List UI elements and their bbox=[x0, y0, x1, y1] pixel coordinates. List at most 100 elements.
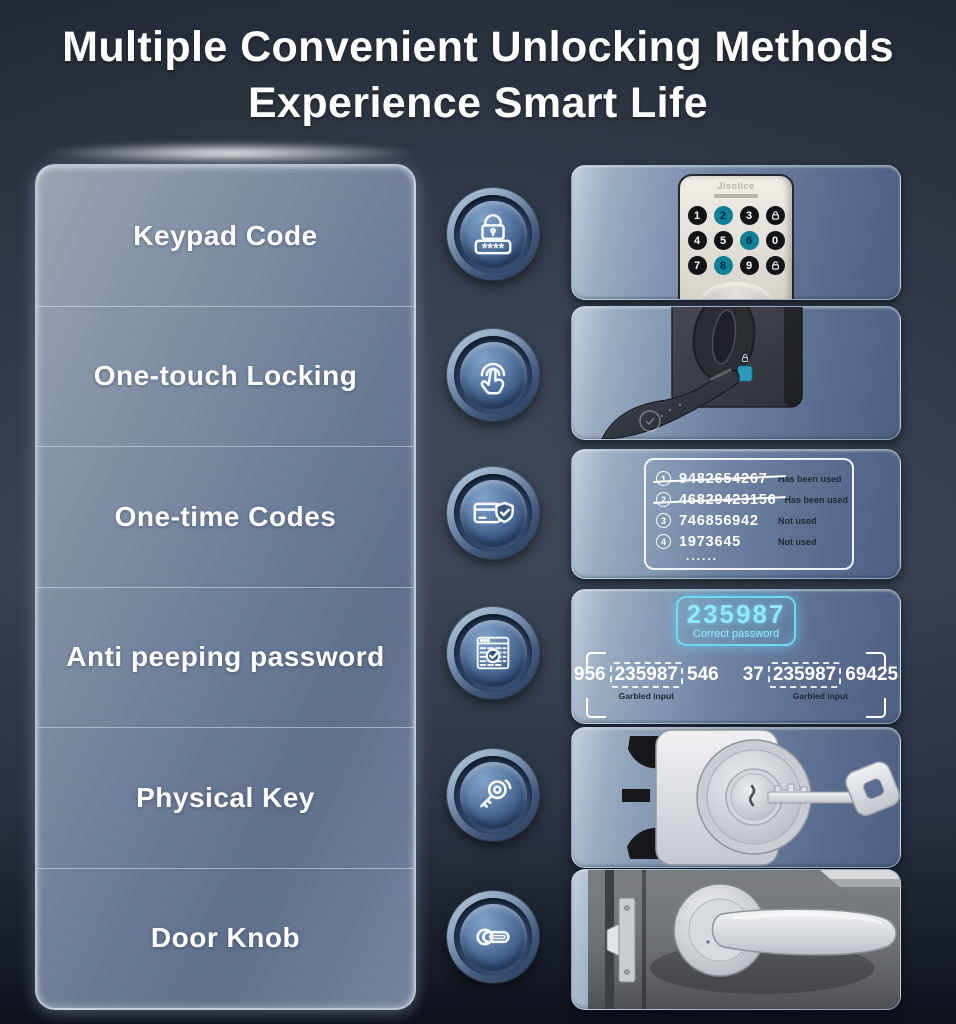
icon-ring bbox=[454, 336, 532, 414]
keypad-key-lock bbox=[765, 206, 785, 225]
code-row-2: 2 46829423156 Has been used bbox=[656, 489, 848, 510]
card-shield-glyph bbox=[473, 501, 514, 524]
keypad-code-icon: **** bbox=[447, 188, 539, 280]
light-streak bbox=[40, 142, 420, 164]
unlock-icon bbox=[771, 261, 779, 270]
padlock-password-glyph: **** bbox=[474, 214, 512, 257]
garbled-digits: 37 235987 69425 bbox=[743, 662, 898, 688]
keypad-key-4: 4 bbox=[687, 231, 707, 250]
icon-face bbox=[459, 761, 527, 829]
key-icon bbox=[447, 749, 539, 841]
keypad-indicator-slot bbox=[714, 194, 758, 198]
icon-face bbox=[459, 479, 527, 547]
keypad-brand: Jisolice bbox=[717, 181, 755, 191]
icon-ring bbox=[454, 756, 532, 834]
correct-label: Correct password bbox=[692, 628, 780, 640]
code-value: 1973645 bbox=[679, 533, 742, 550]
svg-text:****: **** bbox=[482, 241, 505, 257]
code-row-1: 1 9482654267 Has been used bbox=[656, 468, 842, 489]
keypad-key-9: 9 bbox=[739, 256, 759, 275]
keypad-photo-panel: Jisolice 1 2 3 4 5 6 0 7 8 9 bbox=[571, 165, 901, 300]
method-row-anti-peeping: Anti peeping password bbox=[37, 586, 414, 728]
method-row-one-touch-locking: One-touch Locking bbox=[37, 305, 414, 447]
method-row-one-time-codes: One-time Codes bbox=[37, 446, 414, 587]
icon-ring bbox=[454, 474, 532, 552]
keypad-key-1: 1 bbox=[687, 206, 707, 225]
icon-face bbox=[459, 619, 527, 687]
keypad-knob bbox=[696, 282, 776, 299]
anti-peeping-panel: 235987 Correct password 956 235987 546 G… bbox=[571, 589, 901, 724]
method-label: One-touch Locking bbox=[93, 360, 358, 392]
method-row-physical-key: Physical Key bbox=[37, 727, 414, 868]
keypad-key-8: 8 bbox=[713, 256, 733, 275]
code-value: 746856942 bbox=[679, 512, 759, 529]
code-status: Has been used bbox=[778, 473, 842, 484]
frame-corner-top-left bbox=[586, 652, 606, 672]
code-row-3: 3 746856942 Not used bbox=[656, 510, 842, 531]
page-title: Multiple Convenient Unlocking Methods Ex… bbox=[0, 20, 956, 132]
methods-panel: Keypad Code One-touch Locking One-time C… bbox=[35, 164, 416, 1010]
code-status: Not used bbox=[778, 515, 817, 526]
icon-ring: **** bbox=[454, 195, 532, 273]
garble-prefix: 956 bbox=[573, 664, 606, 685]
correct-code: 235987 bbox=[686, 599, 786, 629]
correct-password-box: 235987 Correct password bbox=[676, 596, 796, 646]
door-handle-icon bbox=[447, 891, 539, 983]
garble-code: 235987 bbox=[609, 662, 683, 688]
door-knob-photo-panel bbox=[571, 869, 901, 1010]
keypad-device: Jisolice 1 2 3 4 5 6 0 7 8 9 bbox=[678, 174, 794, 299]
method-row-keypad-code: Keypad Code bbox=[37, 166, 414, 306]
keypad-check-icon bbox=[447, 607, 539, 699]
keypad-key-5: 5 bbox=[713, 231, 733, 250]
code-index: 1 bbox=[656, 471, 671, 486]
garbled-inputs: 956 235987 546 Garbled input 37 235987 6… bbox=[572, 662, 900, 701]
keypad-grid: 1 2 3 4 5 6 0 7 8 9 bbox=[680, 206, 792, 275]
one-time-codes-panel: 1 9482654267 Has been used 2 46829423156… bbox=[571, 449, 901, 579]
card-shield-icon bbox=[447, 467, 539, 559]
codes-box: 1 9482654267 Has been used 2 46829423156… bbox=[644, 458, 854, 570]
door-knob-photo bbox=[588, 870, 900, 1009]
garble-suffix: 546 bbox=[687, 664, 719, 685]
physical-key-photo-panel bbox=[571, 727, 901, 868]
code-index: 2 bbox=[656, 492, 671, 507]
code-status: Not used bbox=[778, 536, 817, 547]
garbled-input-2: 37 235987 69425 Garbled input bbox=[743, 662, 898, 701]
frame-corner-bottom-right bbox=[866, 698, 886, 718]
title-line-2: Experience Smart Life bbox=[247, 78, 709, 127]
icon-face bbox=[459, 903, 527, 971]
code-value: 9482654267 bbox=[679, 470, 768, 487]
icon-ring bbox=[454, 898, 532, 976]
method-label: Door Knob bbox=[150, 922, 301, 954]
lever-handle-glyph bbox=[476, 928, 510, 946]
physical-key-photo bbox=[622, 729, 900, 866]
garbled-input-1: 956 235987 546 Garbled input bbox=[574, 662, 719, 701]
keypad-key-0: 0 bbox=[765, 231, 785, 250]
garbled-digits: 956 235987 546 bbox=[574, 662, 719, 688]
code-index: 4 bbox=[656, 534, 671, 549]
icon-face bbox=[459, 341, 527, 409]
keypad-key-7: 7 bbox=[687, 256, 707, 275]
method-label: Keypad Code bbox=[133, 219, 318, 251]
frame-corner-bottom-left bbox=[586, 698, 606, 718]
icon-ring bbox=[454, 614, 532, 692]
garble-code: 235987 bbox=[767, 662, 842, 688]
garble-caption: Garbled input bbox=[792, 691, 849, 701]
garble-suffix: 69425 bbox=[845, 664, 899, 685]
one-touch-photo-panel bbox=[571, 306, 901, 440]
method-label: One-time Codes bbox=[114, 500, 337, 532]
icon-face: **** bbox=[459, 200, 527, 268]
lock-icon bbox=[771, 211, 779, 220]
keypad-key-2: 2 bbox=[713, 206, 733, 225]
tap-finger-glyph bbox=[480, 362, 506, 395]
keypad-key-6: 6 bbox=[739, 231, 759, 250]
one-touch-icon bbox=[447, 329, 539, 421]
codes-ellipsis: ...... bbox=[686, 549, 719, 563]
garble-prefix: 37 bbox=[742, 664, 764, 685]
keypad-key-3: 3 bbox=[739, 206, 759, 225]
code-status: Has been used bbox=[784, 494, 849, 505]
title-line-1: Multiple Convenient Unlocking Methods bbox=[62, 23, 894, 71]
code-value: 46829423156 bbox=[679, 491, 777, 508]
keypad-key-unlock bbox=[765, 256, 785, 275]
frame-corner-top-right bbox=[866, 652, 886, 672]
